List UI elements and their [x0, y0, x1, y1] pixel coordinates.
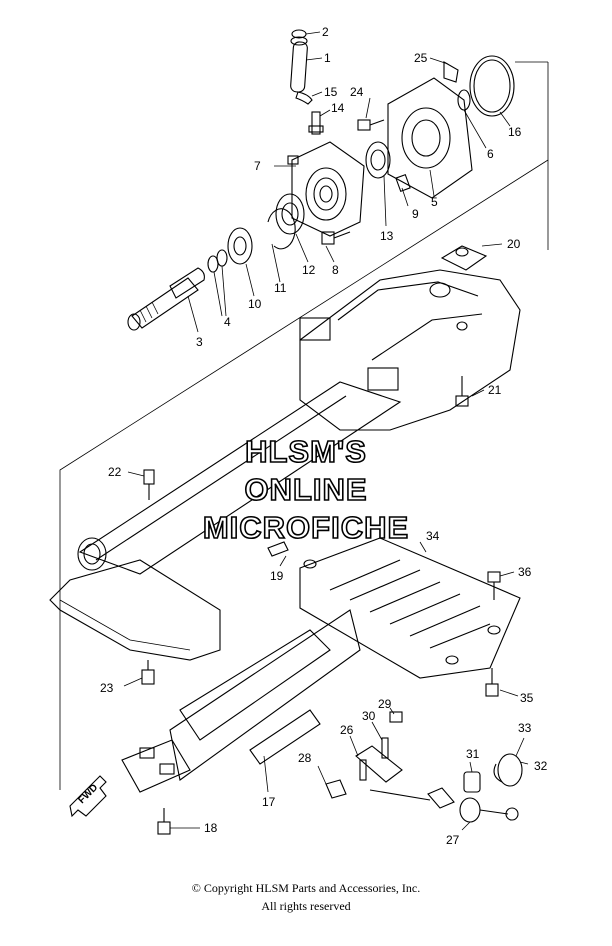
part-callouts: 2 1 15 14 24 25 16 6 7 5 9 13 12 8 11 10… [100, 25, 548, 847]
callout-1: 1 [324, 51, 331, 65]
watermark-line-1: HLSM'S [245, 434, 367, 469]
callout-17: 17 [262, 795, 276, 809]
bearing-housing-group [127, 29, 515, 331]
copyright-line: © Copyright HLSM Parts and Accessories, … [191, 881, 421, 895]
watermark: HLSM'S ONLINE MICROFICHE [202, 433, 409, 546]
callout-33: 33 [518, 721, 532, 735]
callout-23: 23 [100, 681, 114, 695]
callout-32: 32 [534, 759, 548, 773]
callout-16: 16 [508, 125, 522, 139]
callout-27: 27 [446, 833, 460, 847]
callout-26: 26 [340, 723, 354, 737]
callout-12: 12 [302, 263, 316, 277]
callout-2: 2 [322, 25, 329, 39]
rights-line: All rights reserved [261, 899, 351, 913]
callout-11: 11 [274, 281, 287, 295]
callout-9: 9 [412, 207, 419, 221]
leader-lines [123, 31, 529, 831]
callout-35: 35 [520, 691, 534, 705]
callout-24: 24 [350, 85, 364, 99]
callout-19: 19 [270, 569, 284, 583]
callout-22: 22 [108, 465, 122, 479]
callout-3: 3 [196, 335, 203, 349]
callout-28: 28 [298, 751, 312, 765]
ride-plate-group [267, 537, 521, 697]
callout-21: 21 [488, 383, 502, 397]
callout-5: 5 [431, 195, 438, 209]
callout-36: 36 [518, 565, 532, 579]
fwd-label: FWD [76, 782, 100, 806]
callout-14: 14 [331, 101, 345, 115]
callout-4: 4 [224, 315, 231, 329]
watermark-line-3: MICROFICHE [203, 510, 409, 545]
callout-29: 29 [378, 697, 392, 711]
callout-15: 15 [324, 85, 338, 99]
callout-31: 31 [466, 747, 480, 761]
callout-30: 30 [362, 709, 376, 723]
linkage-group [325, 711, 523, 823]
intake-grate-group [121, 609, 361, 835]
callout-7: 7 [254, 159, 261, 173]
callout-8: 8 [332, 263, 339, 277]
callout-10: 10 [248, 297, 262, 311]
pump-housing-group [49, 245, 521, 685]
watermark-line-2: ONLINE [244, 472, 367, 507]
callout-20: 20 [507, 237, 521, 251]
callout-13: 13 [380, 229, 394, 243]
assembly-frame [59, 61, 549, 790]
callout-34: 34 [426, 529, 440, 543]
callout-6: 6 [487, 147, 494, 161]
callout-18: 18 [204, 821, 218, 835]
fwd-arrow-icon: FWD [69, 775, 107, 818]
callout-25: 25 [414, 51, 428, 65]
